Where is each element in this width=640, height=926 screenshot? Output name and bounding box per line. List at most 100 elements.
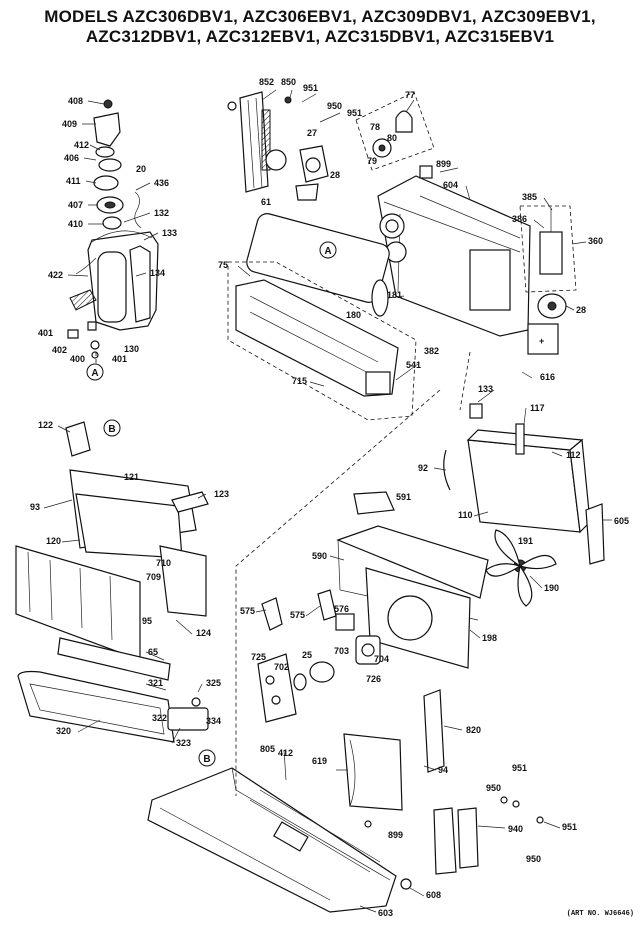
part-label: 325 — [206, 678, 221, 688]
scroll-housing: + — [377, 165, 577, 355]
part-label: 410 — [68, 219, 83, 229]
part-label: 122 — [38, 420, 53, 430]
part-label: 93 — [30, 502, 40, 512]
part-label: 951 — [347, 108, 362, 118]
part-label: 422 — [48, 270, 63, 280]
callout-a-left-label: A — [91, 368, 98, 379]
part-label: 120 — [46, 536, 61, 546]
front-panel-assembly — [15, 421, 209, 743]
part-label: 133 — [478, 384, 493, 394]
part-label: 334 — [206, 716, 221, 726]
part-label: 92 — [418, 463, 428, 473]
part-label: 616 — [540, 372, 555, 382]
part-label: 61 — [261, 197, 271, 207]
part-label: 401 — [38, 328, 53, 338]
part-label: 400 — [70, 354, 85, 364]
part-label: 385 — [522, 192, 537, 202]
fan-blade — [485, 529, 557, 607]
part-label: 321 — [148, 678, 163, 688]
part-label: 710 — [156, 558, 171, 568]
part-label: 575 — [240, 606, 255, 616]
part-label: 852 — [259, 77, 274, 87]
part-label: 604 — [443, 180, 458, 190]
part-label: 940 — [508, 824, 523, 834]
part-label: 198 — [482, 633, 497, 643]
part-label: 386 — [512, 214, 527, 224]
part-label: 123 — [214, 489, 229, 499]
part-label: 77 — [405, 90, 415, 100]
part-label: 412 — [74, 140, 89, 150]
part-labels: 408 409 412 406 411 407 410 436 20 132 1… — [30, 77, 629, 918]
part-label: 591 — [396, 492, 411, 502]
callout-a-bottom: B — [198, 749, 216, 767]
part-label: 951 — [303, 83, 318, 93]
part-label: 608 — [426, 890, 441, 900]
part-label: 360 — [588, 236, 603, 246]
part-label: 190 — [544, 583, 559, 593]
callout-a-bottom-label: B — [203, 754, 210, 765]
callout-b-top: A — [319, 241, 337, 259]
compressor-assembly — [67, 99, 159, 359]
part-label: 132 — [154, 208, 169, 218]
part-label: 950 — [526, 854, 541, 864]
part-label: 181 — [387, 290, 402, 300]
part-label: 951 — [562, 822, 577, 832]
part-label: 407 — [68, 200, 83, 210]
part-label: 79 — [367, 156, 377, 166]
part-label: 191 — [518, 536, 533, 546]
leader-lines — [43, 89, 612, 913]
part-label: 715 — [292, 376, 307, 386]
part-label: 541 — [406, 360, 421, 370]
part-label: 575 — [290, 610, 305, 620]
part-label: 603 — [378, 908, 393, 918]
part-label: 412 — [278, 748, 293, 758]
part-label: 94 — [438, 765, 448, 775]
part-label: 134 — [150, 268, 165, 278]
part-label: 27 — [307, 128, 317, 138]
part-label: 411 — [66, 176, 81, 186]
part-label: 121 — [124, 472, 139, 482]
part-label: 80 — [387, 133, 397, 143]
side-brackets — [343, 689, 544, 875]
part-label: 78 — [370, 122, 380, 132]
part-label: 590 — [312, 551, 327, 561]
part-label: 576 — [334, 604, 349, 614]
title-line-2: AZC312DBV1, AZC312EBV1, AZC315DBV1, AZC3… — [85, 27, 555, 46]
condenser-coil — [443, 403, 605, 565]
part-label: 408 — [68, 96, 83, 106]
part-label: 899 — [388, 830, 403, 840]
art-number: (ART NO. WJ6646) — [566, 910, 634, 918]
part-label: 702 — [274, 662, 289, 672]
part-label: 28 — [330, 170, 340, 180]
fan-shroud-assembly — [261, 491, 557, 669]
part-label: 110 — [458, 510, 473, 520]
part-label: 130 — [124, 344, 139, 354]
part-label: 725 — [251, 652, 266, 662]
part-label: 406 — [64, 153, 79, 163]
part-label: 20 — [136, 164, 146, 174]
part-label: 619 — [312, 756, 327, 766]
part-label: 112 — [566, 450, 581, 460]
part-label: 436 — [154, 178, 169, 188]
part-label: 180 — [346, 310, 361, 320]
part-label: 950 — [327, 101, 342, 111]
part-label: 950 — [486, 783, 501, 793]
part-label: 409 — [62, 119, 77, 129]
part-label: 75 — [218, 260, 228, 270]
part-label: 25 — [302, 650, 312, 660]
blower-wheel — [246, 213, 390, 317]
part-label: 726 — [366, 674, 381, 684]
part-label: 820 — [466, 725, 481, 735]
part-label: 117 — [530, 403, 545, 413]
part-label: 322 — [152, 713, 167, 723]
part-label: 28 — [576, 305, 586, 315]
part-label: 703 — [334, 646, 349, 656]
part-label: 95 — [142, 616, 152, 626]
part-label: 124 — [196, 628, 211, 638]
part-label: 133 — [162, 228, 177, 238]
part-label: 401 — [112, 354, 127, 364]
callout-b-top-label: A — [324, 246, 331, 257]
part-label: 605 — [614, 516, 629, 526]
control-assembly — [257, 635, 381, 723]
